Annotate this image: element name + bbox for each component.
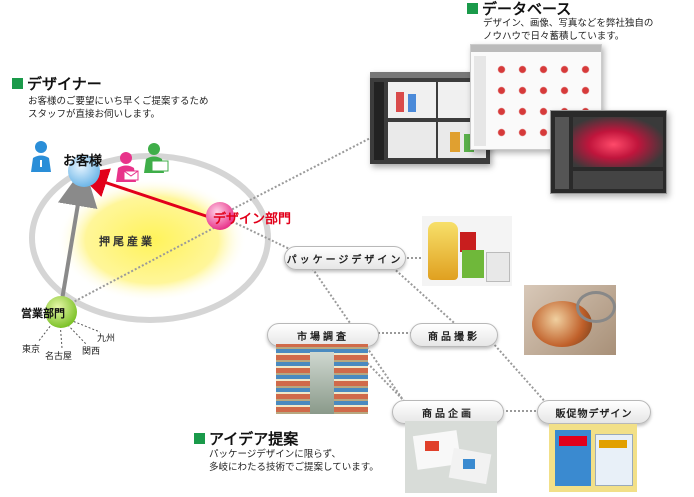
customer-node	[68, 155, 100, 187]
person-pink-icon	[116, 152, 139, 182]
database-desc: デザイン、画像、写真などを弊社独自の ノウハウで日々蓄積しています。	[483, 17, 653, 43]
company-label: 押尾産業	[99, 235, 155, 248]
promo-design-pill: 販促物デザイン	[537, 400, 651, 424]
package-design-photo	[422, 216, 512, 286]
branch-kansai: 関西	[82, 347, 101, 357]
design-dept-label: デザイン部門	[213, 212, 292, 227]
branch-kyushu: 九州	[97, 334, 116, 344]
designer-desc: お客様のご要望にいち早くご提案するため スタッフが直接お伺いします。	[28, 95, 209, 121]
database-desc-line2: ノウハウで日々蓄積しています。	[483, 31, 625, 42]
idea-title-text: アイデア提案	[209, 430, 299, 448]
green-square-icon	[194, 433, 205, 444]
product-planning-photo	[405, 421, 497, 493]
designer-desc-line2: スタッフが直接お伺いします。	[28, 109, 161, 120]
designer-title-text: デザイナー	[27, 75, 102, 93]
person-green-icon	[144, 143, 169, 173]
green-square-icon	[467, 3, 478, 14]
designer-desc-line1: お客様のご要望にいち早くご提案するため	[28, 96, 209, 107]
branch-nagoya: 名古屋	[45, 352, 73, 362]
product-photo-image	[524, 285, 616, 355]
idea-desc-line1: パッケージデザインに限らず、	[209, 449, 341, 460]
sales-dept-label: 営業部門	[21, 307, 65, 320]
person-blue-icon	[31, 141, 51, 172]
database-desc-line1: デザイン、画像、写真などを弊社独自の	[483, 18, 654, 29]
idea-desc: パッケージデザインに限らず、 多岐にわたる技術でご提案しています。	[209, 448, 379, 474]
customer-label: お客様	[63, 154, 103, 169]
idea-title: アイデア提案	[194, 428, 298, 449]
database-title: データベース	[467, 0, 571, 19]
design-dept-node	[206, 202, 234, 230]
branch-tokyo: 東京	[22, 345, 41, 355]
sales-dept-node	[45, 296, 77, 328]
product-photo-pill: 商品撮影	[410, 323, 498, 347]
database-title-text: データベース	[482, 0, 572, 18]
designer-title: デザイナー	[12, 73, 102, 94]
package-design-pill: パッケージデザイン	[284, 246, 406, 270]
company-ring	[29, 153, 271, 323]
idea-desc-line2: 多岐にわたる技術でご提案しています。	[209, 462, 379, 473]
green-square-icon	[12, 78, 23, 89]
company-glow	[57, 178, 247, 302]
promo-design-photo	[549, 424, 637, 492]
market-research-photo	[276, 344, 368, 414]
database-screenshot-3	[550, 110, 667, 194]
product-planning-pill: 商品企画	[392, 400, 504, 424]
